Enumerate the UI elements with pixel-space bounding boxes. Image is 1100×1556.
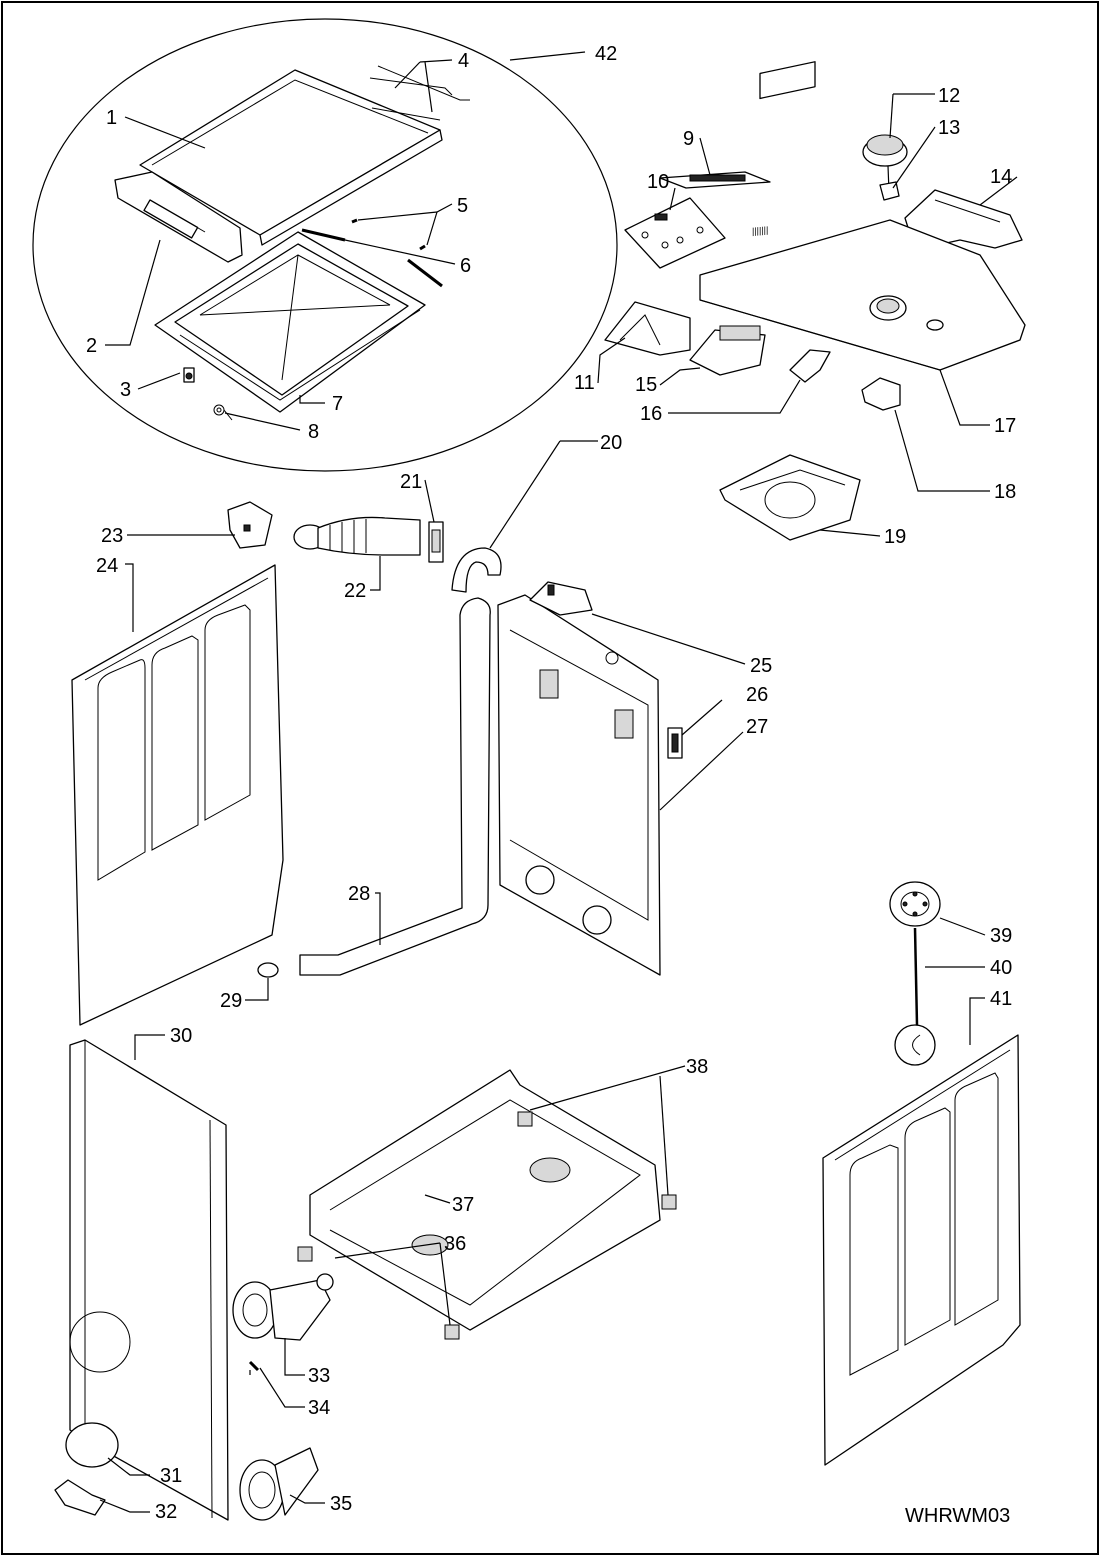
callout-8: 8 [308,421,319,443]
part-8-spring [213,404,233,421]
callout-25: 25 [750,655,772,677]
part-3-lid-lock [183,367,195,383]
part-33-drain-pump [232,1273,334,1341]
part-20-hose-bend [451,547,502,593]
callout-40: 40 [990,957,1012,979]
callout-19: 19 [884,526,906,548]
part-7-lid-frame [154,231,426,413]
part-5-screws [351,218,426,251]
callout-30: 30 [170,1025,192,1047]
part-15-dispenser-drawer [689,325,766,376]
callout-35: 35 [330,1493,352,1515]
callout-33: 33 [308,1365,330,1387]
leader-lines [99,51,1018,1513]
callout-21: 21 [400,471,422,493]
callout-23: 23 [101,525,123,547]
callout-2: 2 [86,335,97,357]
callout-37: 37 [452,1194,474,1216]
callout-39: 39 [990,925,1012,947]
callout-41: 41 [990,988,1012,1010]
callout-27: 27 [746,716,768,738]
callout-17: 17 [994,415,1016,437]
drawing-code: WHRWM03 [905,1505,1010,1527]
callout-14: 14 [990,166,1012,188]
part-9-button-strip [659,171,771,189]
part-18-latch [861,377,901,411]
part-34-screw [248,1360,260,1372]
callout-18: 18 [994,481,1016,503]
callout-29: 29 [220,990,242,1012]
part-22-bellows-hose [293,516,421,556]
callout-38: 38 [686,1056,708,1078]
part-27-rear-panel [497,594,661,976]
part-13-knob-shaft [879,181,900,201]
part-16-clip [789,349,831,383]
part-40-shaft [894,927,936,1066]
part-1-lid-panel [139,69,443,246]
callout-31: 31 [160,1465,182,1487]
part-41-side-panel-right [822,1034,1021,1466]
part-37-base-frame [309,1069,661,1331]
callout-24: 24 [96,555,118,577]
callout-42: 42 [595,43,617,65]
part-31-filter-door [65,1422,119,1468]
callout-36: 36 [444,1233,466,1255]
callout-10: 10 [647,171,669,193]
part-19-console-support [719,454,861,541]
callout-28: 28 [348,883,370,905]
part-24-side-panel-left [71,564,284,1026]
callout-16: 16 [640,403,662,425]
part-6-hinge-pins [301,228,443,288]
part-32-door-hinge [54,1479,106,1516]
callout-numbers: 1 2 3 4 5 6 7 8 9 10 11 12 13 14 15 16 1… [86,43,1016,1523]
callout-13: 13 [938,117,960,139]
part-35-pump-filter [239,1447,319,1521]
part-23-pressure-switch [227,501,273,549]
callout-22: 22 [344,580,366,602]
callout-7: 7 [332,393,343,415]
part-11-dispenser-module [604,301,691,356]
part-25-top-bracket [529,581,593,616]
part-21-bracket [428,521,444,563]
callout-6: 6 [460,255,471,277]
callout-9: 9 [683,128,694,150]
part-30-front-panel [69,1039,229,1521]
callout-3: 3 [120,379,131,401]
svg-text:|||||||: ||||||| [752,225,768,236]
part-17-console-panel: ||||||| [699,61,1026,371]
part-29-hose-clamp [257,962,279,978]
callout-20: 20 [600,432,622,454]
part-39-rear-knob [889,881,941,927]
callout-12: 12 [938,85,960,107]
callout-5: 5 [457,195,468,217]
callout-1: 1 [106,107,117,129]
lid-assembly-outline [32,18,618,472]
callout-4: 4 [458,50,469,72]
part-10-control-board [624,197,726,269]
part-28-drain-hose [299,597,491,976]
callout-15: 15 [635,374,657,396]
callout-26: 26 [746,684,768,706]
callout-34: 34 [308,1397,330,1419]
callout-32: 32 [155,1501,177,1523]
part-26-clip [667,727,683,759]
part-38-feet [297,1111,677,1340]
part-2-lid-handle [114,171,243,263]
callout-11: 11 [574,372,595,394]
